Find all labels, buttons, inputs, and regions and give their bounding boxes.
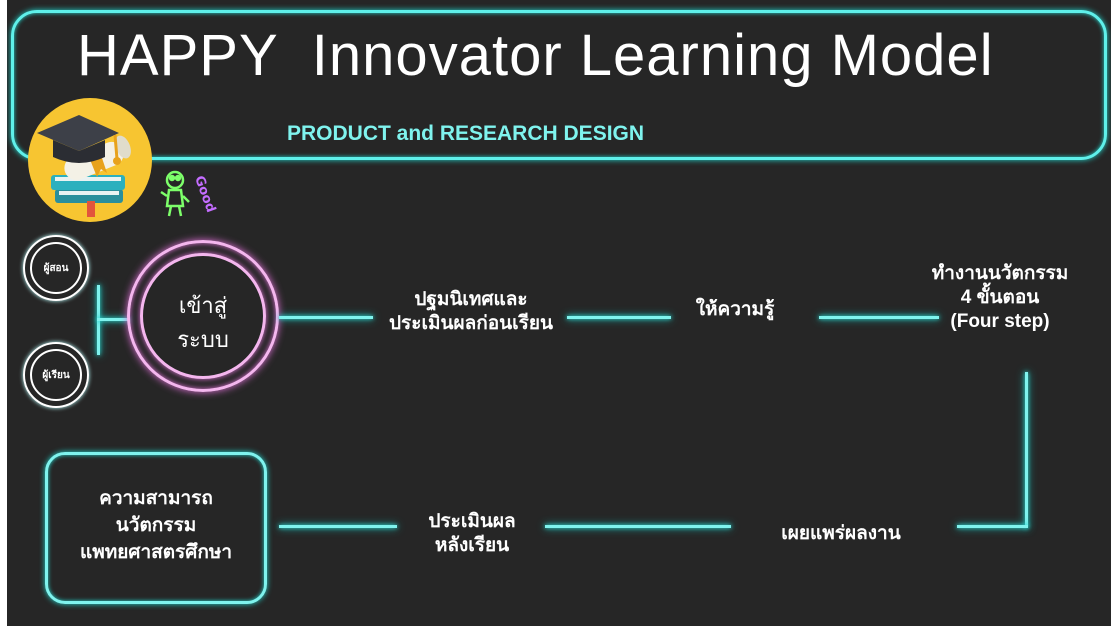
connector-dissemination-posteval xyxy=(545,525,731,528)
graduation-emblem-icon xyxy=(28,98,152,222)
outcome-box: ความสามารถ นวัตกรรม แพทยศาสตรศึกษา xyxy=(45,452,267,604)
connector-orientation-knowledge xyxy=(567,316,671,319)
four-step-line2: 4 ขั้นตอน xyxy=(960,287,1040,308)
connector-knowledge-fourstep xyxy=(819,316,939,319)
connector-right-bottom xyxy=(957,525,1028,528)
diagram-slide: HAPPY Innovator Learning Model PRODUCT a… xyxy=(7,0,1111,626)
orientation-node: ปฐมนิเทศและ ประเมินผลก่อนเรียน xyxy=(361,288,581,336)
enter-system-line2: ระบบ xyxy=(177,327,229,352)
page-subtitle: PRODUCT and RESEARCH DESIGN xyxy=(287,122,645,145)
student-label: ผู้เรียน xyxy=(42,369,70,381)
post-evaluation-node: ประเมินผล หลังเรียน xyxy=(397,510,547,558)
robot-good-sticker-icon: Good xyxy=(160,170,218,217)
bracket-horizontal-line xyxy=(97,318,129,321)
outcome-line2: นวัตกรรม xyxy=(115,515,197,536)
outcome-line3: แพทยศาสตรศึกษา xyxy=(79,542,233,563)
page-title: HAPPY Innovator Learning Model xyxy=(77,23,994,88)
enter-system-line1: เข้าสู่ xyxy=(178,293,228,318)
connector-posteval-outcome xyxy=(279,525,397,528)
post-eval-line1: ประเมินผล xyxy=(428,511,516,532)
connector-right-vertical xyxy=(1025,372,1028,528)
post-eval-line2: หลังเรียน xyxy=(434,535,510,556)
outcome-line1: ความสามารถ xyxy=(99,488,213,509)
student-circle: ผู้เรียน xyxy=(23,342,89,408)
sticker-text: Good xyxy=(191,174,218,215)
dissemination-node: เผยแพร่ผลงาน xyxy=(781,523,901,544)
connector-system-orientation xyxy=(279,316,373,319)
knowledge-node: ให้ความรู้ xyxy=(695,299,775,320)
four-step-line1: ทำงานนวัตกรรม xyxy=(931,263,1069,284)
four-step-node: ทำงานนวัตกรรม 4 ขั้นตอน (Four step) xyxy=(905,262,1095,334)
orientation-line2: ประเมินผลก่อนเรียน xyxy=(389,313,553,334)
orientation-line1: ปฐมนิเทศและ xyxy=(414,289,528,310)
teacher-circle: ผู้สอน xyxy=(23,235,89,301)
header-frame xyxy=(11,10,1107,160)
four-step-line3: (Four step) xyxy=(950,311,1050,332)
graduation-cap-icon xyxy=(37,115,121,165)
teacher-label: ผู้สอน xyxy=(43,262,69,274)
enter-system-circle: เข้าสู่ ระบบ xyxy=(127,240,279,392)
